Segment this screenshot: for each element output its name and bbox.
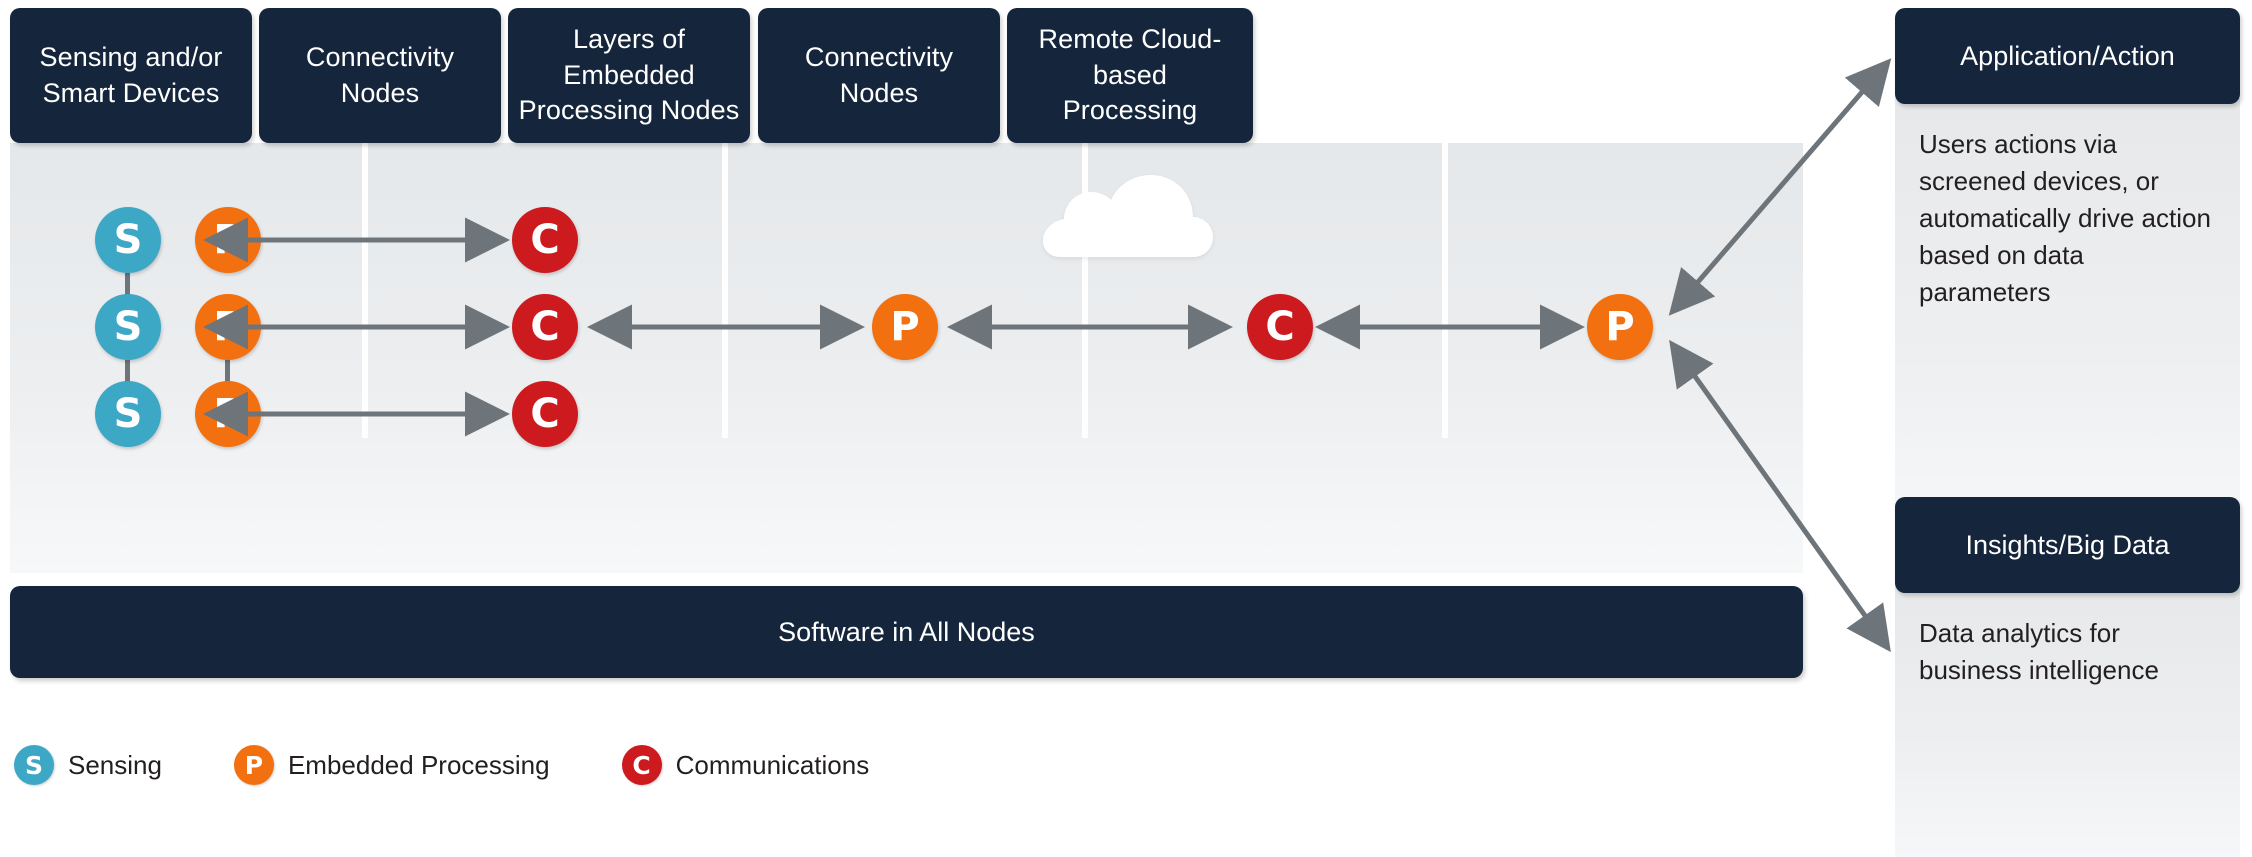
header-line-2: Processing Nodes: [518, 95, 740, 126]
header-line-1: Layers of Embedded: [563, 24, 695, 90]
node-letter: P: [213, 391, 243, 437]
legend-embedded-processing-label: Embedded Processing: [287, 749, 550, 780]
node-letter: P: [1605, 304, 1635, 350]
node-letter: C: [530, 304, 560, 350]
legend: S Sensing P Embedded Processing C Commun…: [14, 735, 941, 795]
node-letter: S: [113, 304, 143, 350]
node-communications-row1[interactable]: C: [512, 207, 578, 273]
legend-letter: C: [632, 750, 651, 780]
column-header-connectivity-1[interactable]: Connectivity Nodes: [259, 8, 501, 143]
column-header-connectivity-1-label: Connectivity Nodes: [306, 40, 454, 111]
node-embedded-processing-row2[interactable]: P: [872, 294, 938, 360]
column-divider-2: [722, 8, 728, 438]
node-letter: C: [530, 217, 560, 263]
legend-item-communications: C Communications: [621, 745, 870, 785]
node-letter: S: [113, 217, 143, 263]
legend-processing-icon: P: [233, 745, 274, 785]
node-letter: P: [213, 304, 243, 350]
column-divider-4: [1442, 8, 1448, 438]
node-communications-row3[interactable]: C: [512, 381, 578, 447]
panel-application-action[interactable]: Application/Action Users actions via scr…: [1895, 8, 2240, 528]
header-line-2: Smart Devices: [42, 77, 220, 108]
legend-communications-label: Communications: [675, 749, 870, 780]
column-header-connectivity-2-label: Connectivity Nodes: [805, 40, 953, 111]
legend-communications-icon: C: [621, 745, 662, 785]
node-processing-row1[interactable]: P: [195, 207, 261, 273]
legend-sensing-icon: S: [14, 745, 54, 785]
panel-insights-big-data-body: Data analytics for business intelligence: [1895, 587, 2240, 857]
panel-title-label: Insights/Big Data: [1965, 529, 2170, 560]
header-line-1: Connectivity: [305, 41, 455, 72]
cloud-icon: [1043, 153, 1213, 268]
software-in-all-nodes-bar[interactable]: Software in All Nodes: [10, 586, 1803, 678]
panel-body-text: Users actions via screened devices, or a…: [1919, 129, 2211, 307]
panel-insights-big-data[interactable]: Insights/Big Data Data analytics for bus…: [1895, 497, 2240, 857]
panel-title-label: Application/Action: [1960, 40, 2175, 71]
node-processing-row3[interactable]: P: [195, 381, 261, 447]
legend-letter: P: [244, 750, 264, 780]
legend-item-sensing: S Sensing: [14, 745, 162, 785]
header-line-2: Nodes: [340, 77, 420, 108]
node-letter: C: [530, 391, 560, 437]
node-letter: S: [113, 391, 143, 437]
header-line-2: Nodes: [839, 77, 919, 108]
column-header-sensing[interactable]: Sensing and/or Smart Devices: [10, 8, 252, 143]
column-header-cloud-label: Remote Cloud-based Processing: [1007, 22, 1253, 129]
panel-application-action-body: Users actions via screened devices, or a…: [1895, 98, 2240, 528]
node-sensing-row3[interactable]: S: [95, 381, 161, 447]
node-letter: C: [1265, 304, 1295, 350]
panel-application-action-title: Application/Action: [1895, 8, 2240, 104]
column-header-embedded-label: Layers of Embedded Processing Nodes: [508, 22, 750, 129]
panel-body-text: Data analytics for business intelligence: [1919, 618, 2159, 685]
legend-item-embedded-processing: P Embedded Processing: [233, 745, 550, 785]
column-header-embedded[interactable]: Layers of Embedded Processing Nodes: [508, 8, 750, 143]
node-letter: P: [890, 304, 920, 350]
column-header-connectivity-2[interactable]: Connectivity Nodes: [758, 8, 1000, 143]
panel-insights-big-data-title: Insights/Big Data: [1895, 497, 2240, 593]
header-line-1: Remote Cloud-based: [1038, 24, 1222, 90]
architecture-stage: Sensing and/or Smart Devices Connectivit…: [10, 8, 1803, 680]
node-letter: P: [213, 217, 243, 263]
node-communications-row2-col2[interactable]: C: [512, 294, 578, 360]
node-processing-row2[interactable]: P: [195, 294, 261, 360]
node-sensing-row2[interactable]: S: [95, 294, 161, 360]
node-cloud-processing-row2[interactable]: P: [1587, 294, 1653, 360]
column-header-cloud[interactable]: Remote Cloud-based Processing: [1007, 8, 1253, 143]
header-line-1: Connectivity: [804, 41, 954, 72]
header-line-2: Processing: [1062, 95, 1198, 126]
column-header-sensing-label: Sensing and/or Smart Devices: [39, 40, 222, 111]
legend-sensing-label: Sensing: [68, 749, 162, 780]
legend-letter: S: [24, 750, 43, 780]
software-bar-label: Software in All Nodes: [778, 616, 1035, 647]
header-line-1: Sensing and/or: [39, 41, 223, 72]
node-sensing-row1[interactable]: S: [95, 207, 161, 273]
node-communications-row2-col4[interactable]: C: [1247, 294, 1313, 360]
